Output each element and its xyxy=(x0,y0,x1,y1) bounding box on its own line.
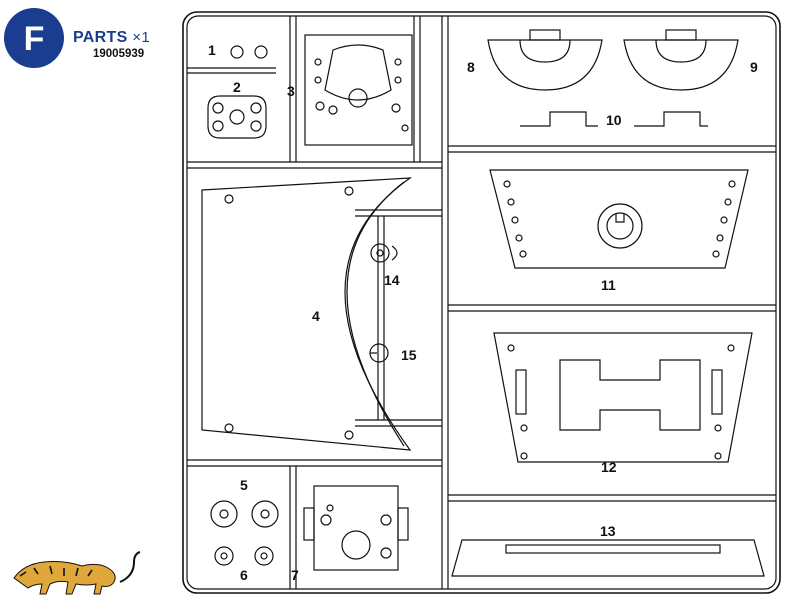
parts-label: PARTS ×1 xyxy=(73,29,150,47)
sprue-frame xyxy=(182,11,781,594)
part-number-4: 4 xyxy=(312,308,320,324)
part-number-5: 5 xyxy=(240,477,248,493)
part-number-12: 12 xyxy=(601,459,617,475)
part-11 xyxy=(489,169,749,269)
part-6 xyxy=(214,546,274,566)
part-10 xyxy=(520,111,708,127)
part-number-3: 3 xyxy=(287,83,295,99)
parts-quantity: ×1 xyxy=(132,29,150,46)
part-13 xyxy=(451,539,765,577)
part-number-6: 6 xyxy=(240,567,248,583)
part-14 xyxy=(370,243,398,263)
badge-letter: F xyxy=(24,20,45,58)
part-number-8: 8 xyxy=(467,59,475,75)
part-numbers: 1 2 3 4 5 6 7 8 9 10 11 12 13 14 15 xyxy=(208,42,758,583)
part-12 xyxy=(493,332,753,463)
part-8 xyxy=(487,29,603,91)
part-number-14: 14 xyxy=(384,272,400,288)
part-number-11: 11 xyxy=(601,277,616,293)
part-code: 19005939 xyxy=(93,48,145,60)
part-number-2: 2 xyxy=(233,79,241,95)
letter-badge: F xyxy=(4,8,64,68)
tiger-logo xyxy=(13,551,141,595)
part-3 xyxy=(304,34,413,146)
part-number-13: 13 xyxy=(600,523,616,539)
part-1 xyxy=(230,45,268,59)
part-9 xyxy=(623,29,739,91)
part-number-15: 15 xyxy=(401,347,417,363)
part-number-10: 10 xyxy=(606,112,622,128)
part-number-7: 7 xyxy=(291,567,299,583)
part-5 xyxy=(210,500,279,528)
part-7 xyxy=(303,485,409,571)
part-4 xyxy=(201,177,413,451)
part-15 xyxy=(369,343,389,363)
part-2 xyxy=(207,95,267,139)
part-number-9: 9 xyxy=(750,59,758,75)
part-number-1: 1 xyxy=(208,42,216,58)
parts-text: PARTS xyxy=(73,29,128,46)
